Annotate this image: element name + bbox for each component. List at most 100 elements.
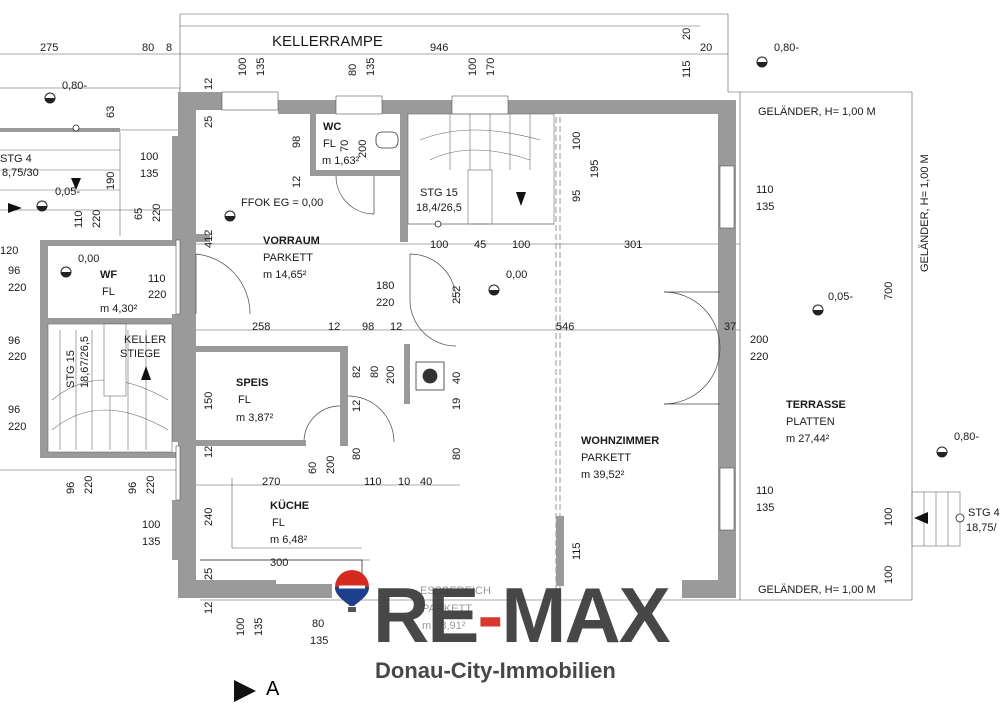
chimney xyxy=(415,361,445,391)
dim: 135 xyxy=(142,536,160,548)
dim: 80 xyxy=(369,366,381,378)
kueche-area: m 6,48² xyxy=(270,534,308,546)
remax-wordmark-a: RE xyxy=(373,571,479,659)
stg4-right-dim: 18,75/ xyxy=(966,522,998,534)
dim: 12 xyxy=(328,321,340,333)
wc-floor: FL xyxy=(323,138,336,150)
dim: 100 xyxy=(467,58,479,76)
dim: 80 xyxy=(142,42,154,54)
dim: 60 xyxy=(307,462,319,474)
dim: 10 xyxy=(398,476,410,488)
dim: 96 xyxy=(8,404,20,416)
dim: 301 xyxy=(624,239,642,251)
remax-wordmark: RE-MAX xyxy=(373,571,671,659)
dim: 65 xyxy=(133,208,145,220)
dim: 100 xyxy=(883,508,895,526)
dim: 82 xyxy=(351,366,363,378)
dim: 80 xyxy=(351,448,363,460)
dim: 170 xyxy=(485,58,497,76)
dim: 195 xyxy=(589,160,601,178)
dim: 220 xyxy=(148,289,166,301)
dim: 135 xyxy=(310,635,328,647)
wohnzimmer-name: WOHNZIMMER xyxy=(581,435,659,447)
section-arrow-icon xyxy=(234,680,256,702)
dim: 12 xyxy=(203,602,215,614)
dim: 20 xyxy=(681,28,693,40)
speis-floor: FL xyxy=(238,394,251,406)
dim: 95 xyxy=(571,190,583,202)
wohnzimmer-area: m 39,52² xyxy=(581,469,625,481)
wc-area: m 1,63² xyxy=(322,155,360,167)
room-labels: KELLERRAMPE WC FL m 1,63² VORRAUM PARKET… xyxy=(100,33,846,632)
wc-name: WC xyxy=(323,121,341,133)
dim: 240 xyxy=(203,508,215,526)
dim: 275 xyxy=(40,42,58,54)
stg4-left-dim: 8,75/30 xyxy=(2,167,39,179)
dim: 190 xyxy=(105,172,117,190)
dim: 8 xyxy=(166,42,172,54)
direction-arrows xyxy=(8,178,928,524)
dim: 200 xyxy=(750,334,768,346)
dim: 220 xyxy=(83,476,95,494)
staircase-cellar xyxy=(47,323,173,453)
dim: 110 xyxy=(756,485,774,497)
remax-wordmark-b: MAX xyxy=(501,571,670,659)
dim: 200 xyxy=(357,140,369,158)
dim: 80 xyxy=(312,618,324,630)
level-000-a: 0,00 xyxy=(78,253,99,265)
wf-floor: FL xyxy=(102,286,115,298)
wf-name: WF xyxy=(100,269,117,281)
dim: 70 xyxy=(339,140,351,152)
dim: 700 xyxy=(883,282,895,300)
dim: 96 xyxy=(65,482,77,494)
level-000-b: 0,00 xyxy=(506,269,527,281)
terrasse-area: m 27,44² xyxy=(786,433,830,445)
speis-name: SPEIS xyxy=(236,377,268,389)
dim: 135 xyxy=(365,58,377,76)
dim: 220 xyxy=(91,210,103,228)
level-080-b: 0,80- xyxy=(774,42,799,54)
staircase-left-outer xyxy=(0,132,121,236)
dim: 45 xyxy=(474,239,486,251)
stg15-left-label: STG 15 xyxy=(65,350,77,388)
gelaender-side: GELÄNDER, H= 1,00 M xyxy=(919,154,931,272)
vorraum-floor: PARKETT xyxy=(263,252,313,264)
dim: 120 xyxy=(0,245,18,257)
dim: 150 xyxy=(203,392,215,410)
dim: 100 xyxy=(512,239,530,251)
gelaender-bottom: GELÄNDER, H= 1,00 M xyxy=(758,584,876,596)
level-005-b: 0,05- xyxy=(828,291,853,303)
kueche-floor: FL xyxy=(272,517,285,529)
dim: 96 xyxy=(127,482,139,494)
dim: 100 xyxy=(237,58,249,76)
dim: 12 xyxy=(351,400,363,412)
dim: 135 xyxy=(756,502,774,514)
dim: 37 xyxy=(724,321,736,333)
dim: 115 xyxy=(681,60,693,78)
dim: 200 xyxy=(385,366,397,384)
kellerrampe-label: KELLERRAMPE xyxy=(272,33,383,50)
hot-air-balloon-icon xyxy=(335,570,369,612)
dim: 12 xyxy=(203,78,215,90)
dim: 12 xyxy=(291,176,303,188)
dim: 12 xyxy=(203,446,215,458)
dim: 220 xyxy=(8,282,26,294)
kueche-name: KÜCHE xyxy=(270,499,309,512)
remax-logo: RE-MAX Donau-City-Immobilien xyxy=(333,566,673,686)
dim: 110 xyxy=(73,210,85,228)
dim: 40 xyxy=(420,476,432,488)
stg15-top-label: STG 15 xyxy=(420,187,458,199)
wc-fixture xyxy=(375,131,399,149)
vorraum-name: VORRAUM xyxy=(263,235,320,247)
level-markers xyxy=(36,56,965,523)
stg4-left-label: STG 4 xyxy=(0,153,32,165)
dim: 135 xyxy=(253,618,265,636)
dim: 546 xyxy=(556,321,574,333)
dim: 25 xyxy=(203,116,215,128)
dim: 96 xyxy=(8,265,20,277)
section-label: A xyxy=(266,678,280,700)
dim: 80 xyxy=(451,448,463,460)
wohnzimmer-floor: PARKETT xyxy=(581,452,631,464)
essbereich-area: m 18,91² xyxy=(422,620,466,632)
